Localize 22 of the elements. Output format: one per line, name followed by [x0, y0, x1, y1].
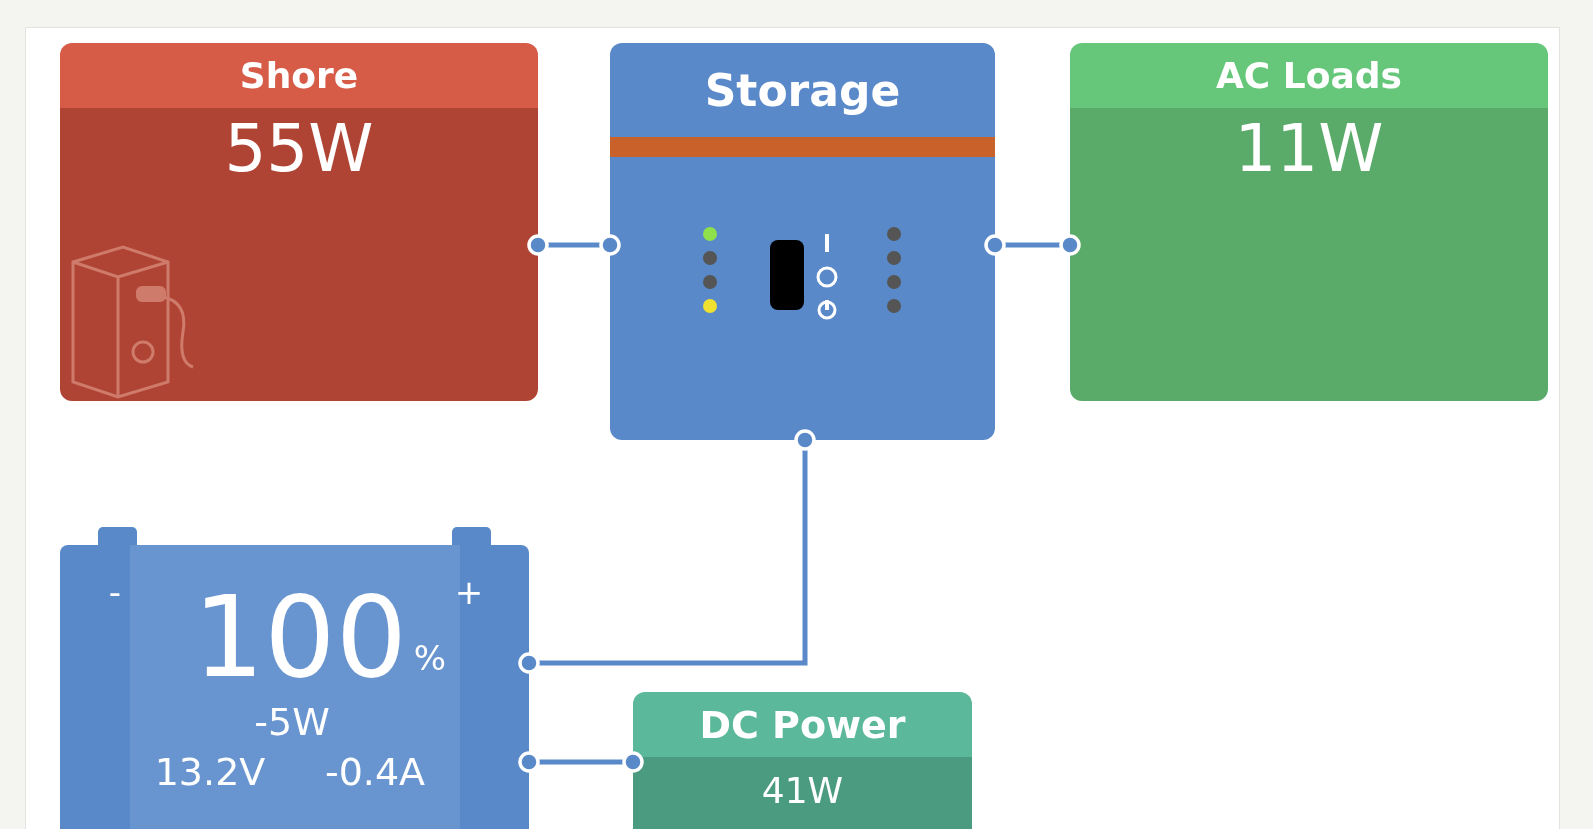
- connector-line: [518, 429, 816, 674]
- connector-line: [984, 234, 1081, 256]
- battery-reading: 100: [193, 581, 407, 693]
- battery-reading: -5W: [254, 703, 330, 741]
- battery-reading: %: [413, 641, 447, 675]
- storage-tile: [610, 43, 995, 440]
- tile-title: DC Power: [699, 702, 906, 747]
- source-tile: [60, 43, 538, 401]
- power-value: 41W: [761, 773, 844, 809]
- load-tile: [1070, 43, 1548, 401]
- tile-title: Storage: [704, 64, 901, 116]
- battery-reading: 13.2V: [154, 753, 266, 791]
- battery-reading: +: [454, 575, 484, 609]
- battery-reading: -: [108, 575, 122, 609]
- tile-title: Shore: [239, 55, 359, 96]
- power-value: 55W: [224, 116, 374, 182]
- connector-line: [518, 751, 644, 773]
- connector-line: [527, 234, 621, 256]
- dc-tile: [633, 692, 972, 829]
- battery-reading: -0.4A: [324, 753, 426, 791]
- tile-title: AC Loads: [1216, 55, 1402, 96]
- power-value: 11W: [1234, 116, 1384, 182]
